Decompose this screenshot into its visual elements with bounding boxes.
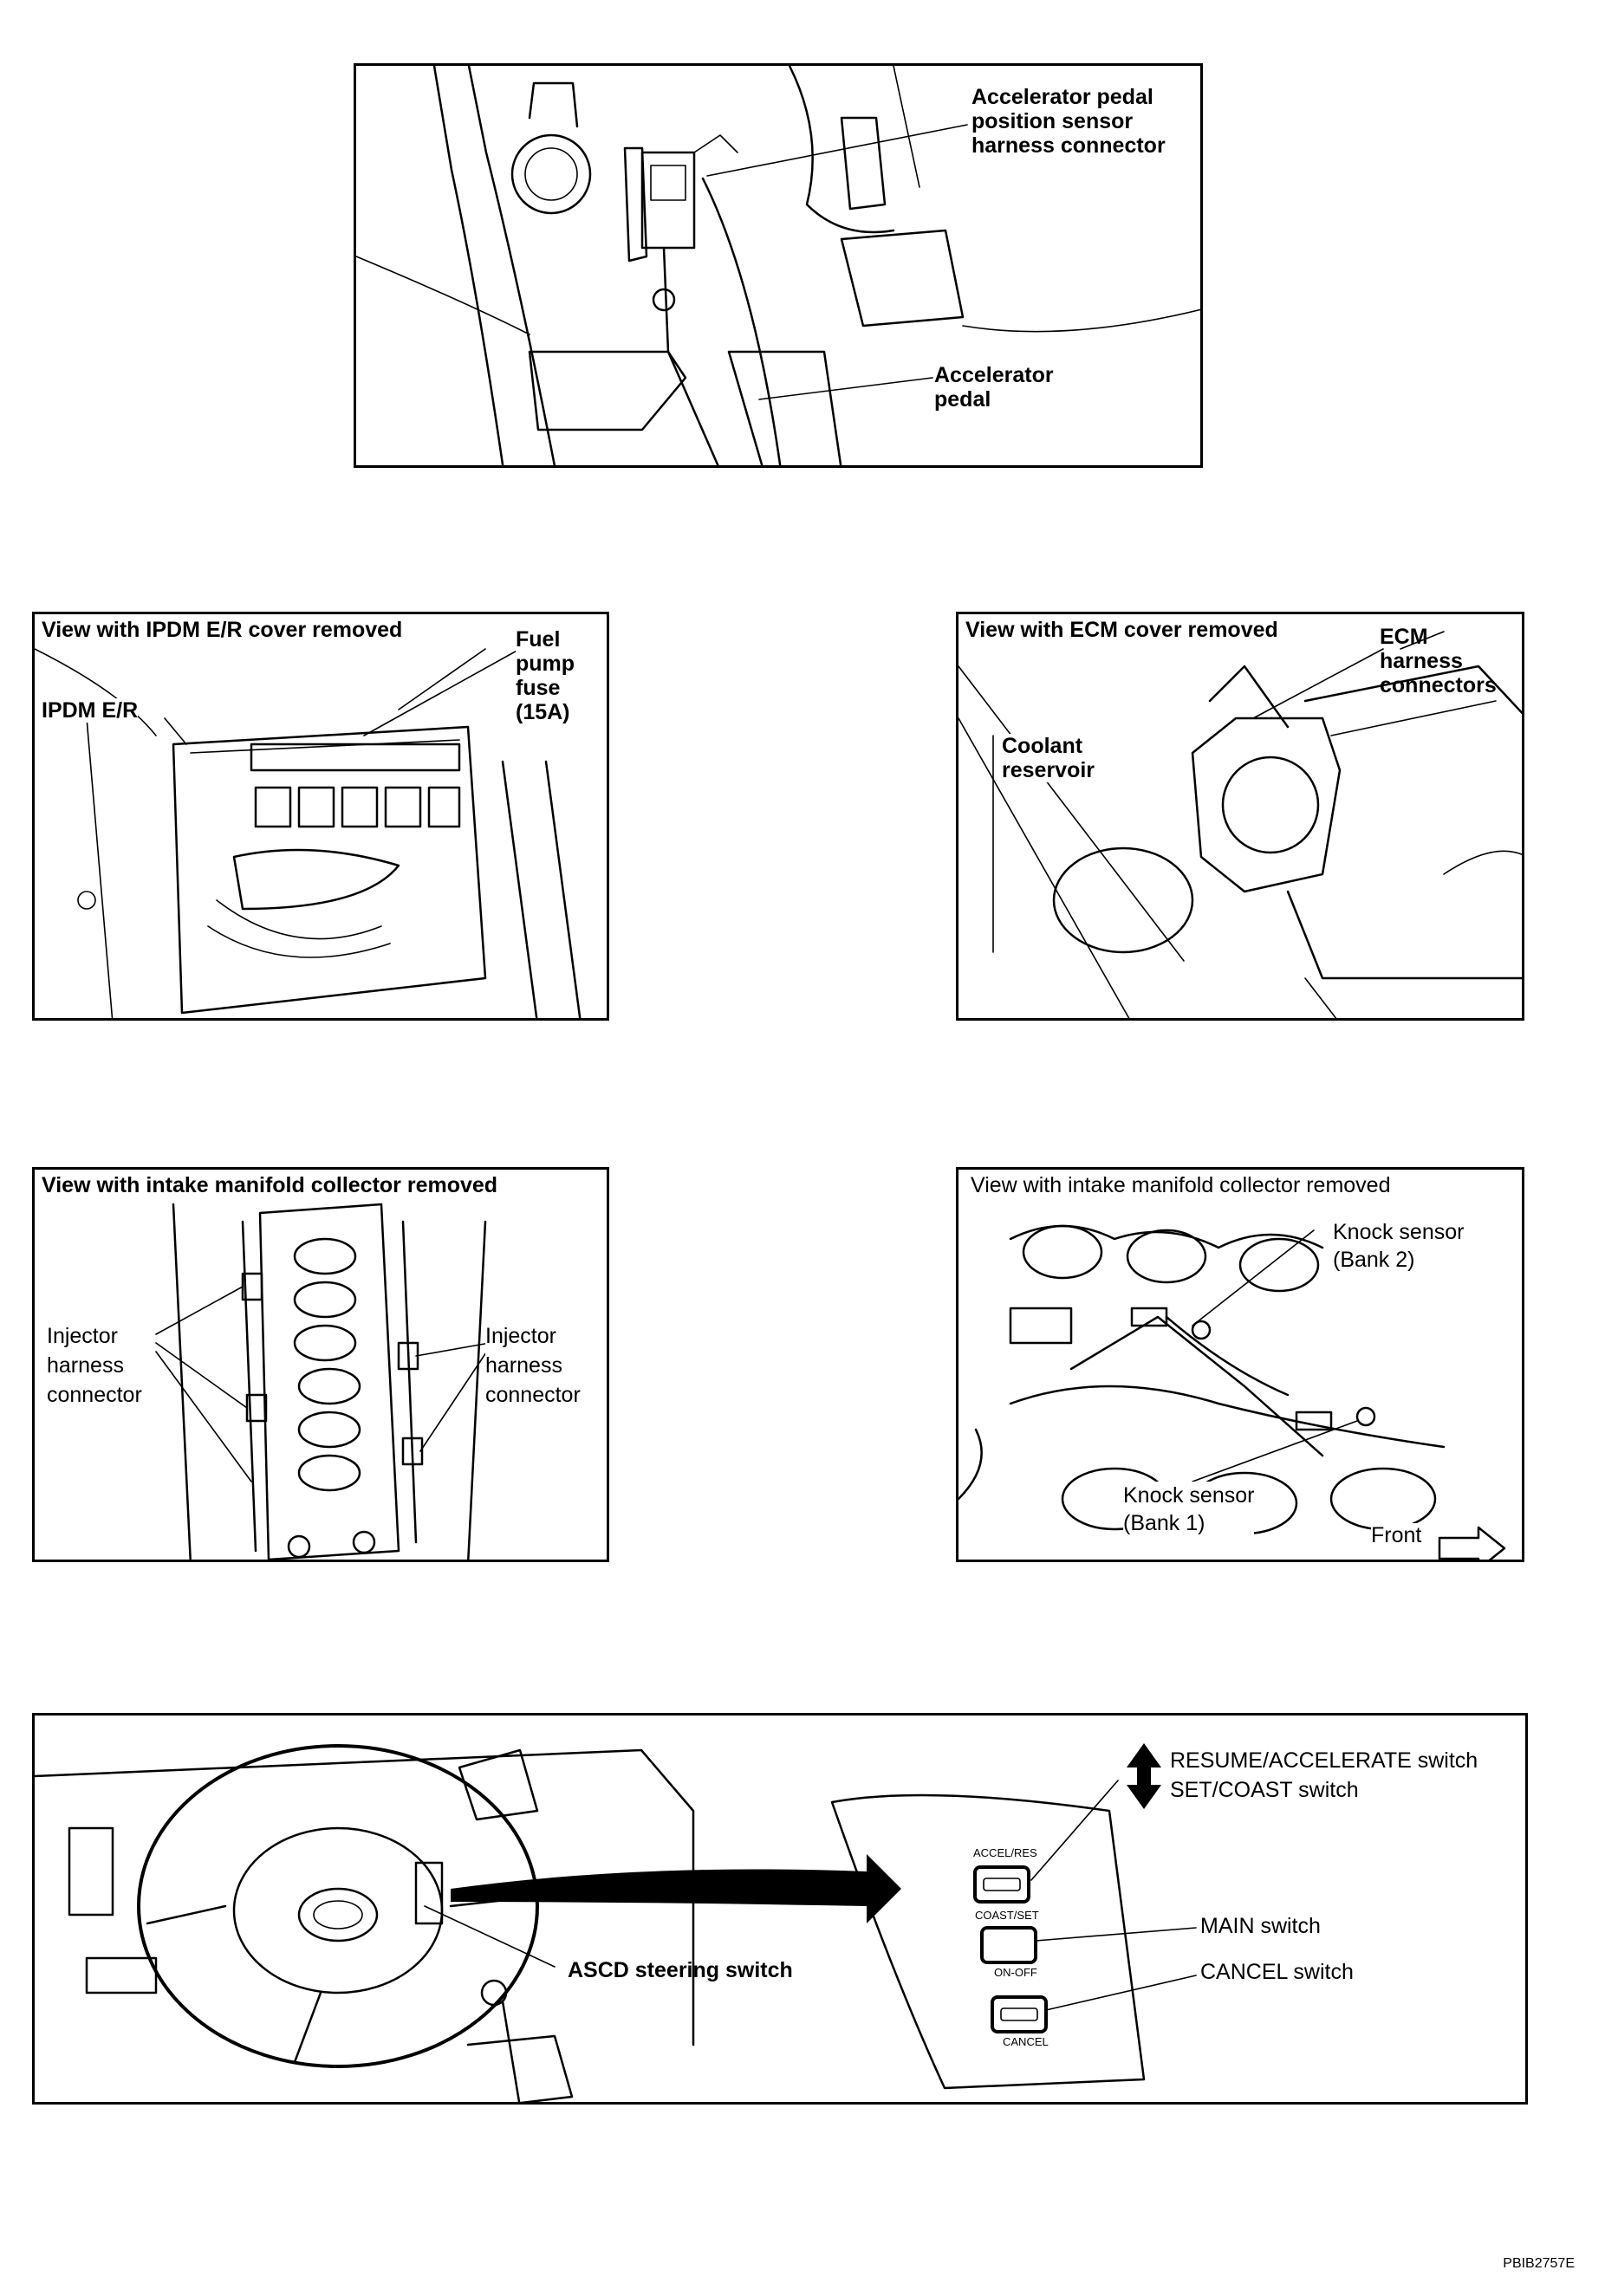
set-coast-switch-label: SET/COAST switch [1170,1778,1359,1802]
accelerator-sensor-connector-label: Accelerator pedal position sensor harnes… [971,85,1166,158]
ipdm-panel: View with IPDM E/R cover removed IPDM E/… [32,612,609,1021]
knock-sensor-bank1-label: Knock sensor (Bank 1) [1123,1482,1255,1537]
injector-illustration [155,1203,491,1560]
injector-panel: View with intake manifold collector remo… [32,1167,609,1562]
on-off-button-label: ON-OFF [994,1966,1037,1979]
ascd-panel: ASCD steering switch RESUME/ACCELERATE s… [32,1713,1528,2105]
front-direction-label: Front [1371,1523,1422,1547]
document-code: PBIB2757E [1503,2256,1575,2271]
knock-header: View with intake manifold collector remo… [971,1173,1394,1197]
injector-header: View with intake manifold collector remo… [42,1173,502,1197]
accel-res-button-label: ACCEL/RES [973,1846,1037,1859]
accelerator-pedal-illustration [356,66,1200,465]
coast-set-button-label: COAST/SET [975,1909,1039,1922]
knock-sensor-panel: View with intake manifold collector remo… [956,1167,1524,1562]
ecm-harness-connectors-label: ECM harness connectors [1380,625,1497,697]
knock-sensor-illustration [958,1224,1506,1560]
main-switch-label: MAIN switch [1200,1914,1321,1938]
ecm-illustration [958,631,1522,1018]
accelerator-pedal-panel: Accelerator pedal position sensor harnes… [354,63,1203,468]
cancel-switch-label: CANCEL switch [1200,1960,1354,1984]
injector-right-connector-label: Injector harness connector [485,1321,581,1410]
accelerator-pedal-label: Accelerator pedal [934,363,1054,412]
ascd-illustration [35,1743,1197,2102]
injector-left-connector-label: Injector harness connector [47,1321,142,1410]
ecm-header: View with ECM cover removed [965,618,1282,642]
ipdm-illustration [35,648,582,1018]
ipdm-header: View with IPDM E/R cover removed [42,618,406,642]
knock-sensor-bank2-label: Knock sensor (Bank 2) [1333,1220,1465,1272]
ipdm-er-label: IPDM E/R [42,698,139,723]
ascd-steering-switch-label: ASCD steering switch [568,1958,793,1982]
fuel-pump-fuse-label: Fuel pump fuse (15A) [516,627,575,724]
ecm-panel: View with ECM cover removed ECM harness … [956,612,1524,1021]
coolant-reservoir-label: Coolant reservoir [1002,734,1095,782]
resume-accelerate-switch-label: RESUME/ACCELERATE switch [1170,1748,1478,1773]
cancel-button-label: CANCEL [1003,2035,1049,2048]
